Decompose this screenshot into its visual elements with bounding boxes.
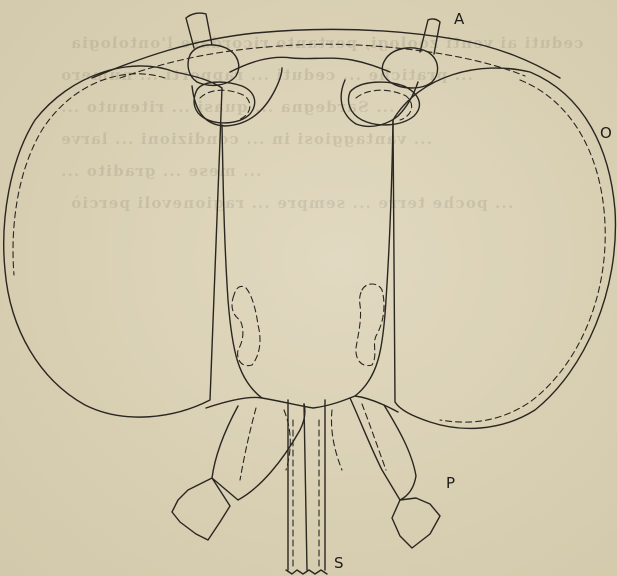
face-lower-margin: [206, 396, 398, 412]
frons-left-margin: [222, 125, 262, 398]
proboscis-divide: [304, 404, 307, 570]
frontal-band: [230, 57, 390, 72]
label-proboscis: S: [334, 556, 344, 571]
left-eye-rim: [13, 74, 165, 275]
head-top-margin: [92, 29, 560, 78]
right-eye-rim: [440, 80, 605, 422]
right-palp-tip: [392, 498, 440, 548]
proboscis-tip: [286, 570, 327, 574]
left-palp-base: [212, 404, 305, 500]
left-compound-eye: [4, 66, 222, 417]
label-eye: O: [600, 126, 612, 141]
right-antenna-stalk: [420, 19, 440, 54]
left-antennal-socket: [192, 68, 282, 126]
left-palp-tip: [172, 478, 230, 540]
left-palp-edge: [240, 408, 290, 480]
label-antenna: A: [454, 12, 464, 27]
left-antenna-pedicel: [194, 82, 255, 123]
right-compound-eye: [393, 68, 615, 428]
frons-right-margin: [355, 120, 393, 396]
right-antenna-pedicel: [349, 82, 420, 125]
left-antenna-basal-segment: [188, 45, 239, 85]
label-palp: P: [446, 476, 455, 491]
right-palp-base: [350, 398, 416, 500]
left-antenna-pedicel-rim: [200, 90, 250, 120]
